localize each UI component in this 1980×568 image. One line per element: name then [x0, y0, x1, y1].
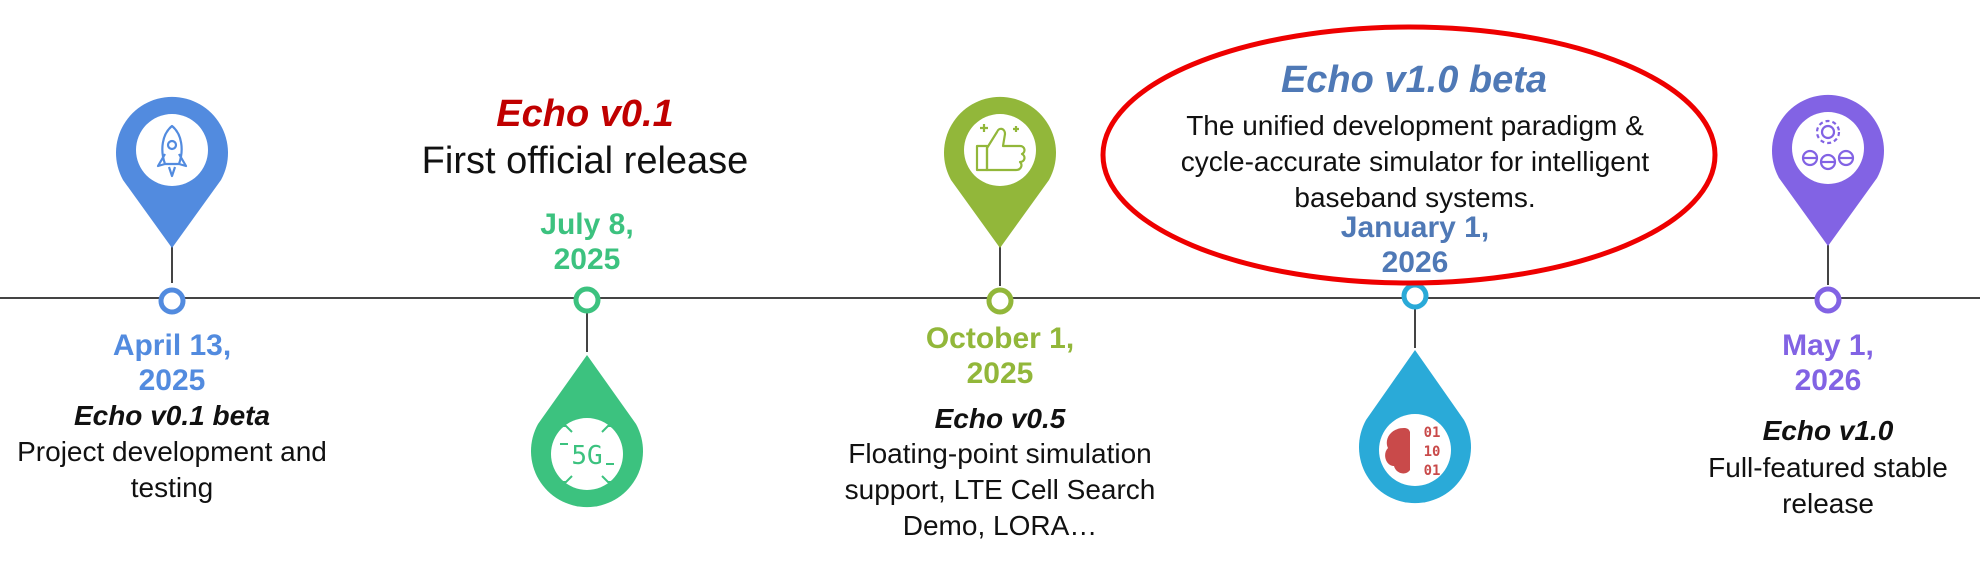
milestone-5-description: Full-featured stable release	[1708, 452, 1948, 519]
5g-chip-icon: 5G	[556, 425, 618, 483]
milestone-1-description: Project development and testing	[17, 436, 327, 503]
milestone-5-dot	[1814, 286, 1842, 314]
milestone-4-description: The unified development paradigm & cycle…	[1180, 110, 1650, 213]
milestone-3-marker	[943, 96, 1056, 315]
milestone-2-date: July 8, 2025	[540, 208, 634, 276]
milestone-1-marker	[116, 96, 229, 315]
svg-text:01: 01	[1424, 463, 1441, 479]
milestone-2-description: First official release	[421, 140, 749, 182]
milestone-5-version: Echo v1.0	[1762, 415, 1894, 446]
milestone-5-date: May 1, 2026	[1782, 329, 1874, 397]
thumbs-up-icon	[975, 124, 1026, 172]
milestone-2-icon-bg	[551, 418, 623, 490]
milestone-3-icon-bg	[964, 114, 1036, 186]
milestone-4-version: Echo v1.0 beta	[1280, 59, 1548, 101]
milestone-4-date: January 1, 2026	[1340, 211, 1490, 279]
milestone-3-version: Echo v0.5	[934, 403, 1066, 434]
milestone-4-marker: 01 10 01	[1359, 282, 1471, 504]
milestone-3-description: Floating-point simulation support, LTE C…	[844, 438, 1156, 541]
milestone-1-dot	[158, 287, 186, 315]
milestone-2-version: Echo v0.1	[496, 93, 674, 135]
milestone-3-date: October 1, 2025	[925, 322, 1075, 390]
gear-people-icon	[1801, 119, 1855, 171]
milestone-1-date: April 13, 2025	[112, 329, 232, 397]
milestone-3-dot	[986, 287, 1014, 315]
highlight-ellipse	[1100, 24, 1718, 286]
milestone-4-dot	[1401, 282, 1429, 310]
svg-text:01: 01	[1424, 425, 1441, 441]
milestone-1-version: Echo v0.1 beta	[73, 400, 271, 431]
svg-text:5G: 5G	[571, 441, 602, 471]
milestone-5-icon-bg	[1792, 112, 1864, 184]
milestone-2-marker: 5G	[531, 286, 643, 508]
milestone-2-dot	[573, 286, 601, 314]
milestone-5-marker	[1772, 94, 1885, 314]
rocket-icon	[156, 124, 188, 178]
brain-binary-icon: 01 10 01	[1385, 425, 1440, 479]
svg-text:10: 10	[1424, 444, 1441, 460]
